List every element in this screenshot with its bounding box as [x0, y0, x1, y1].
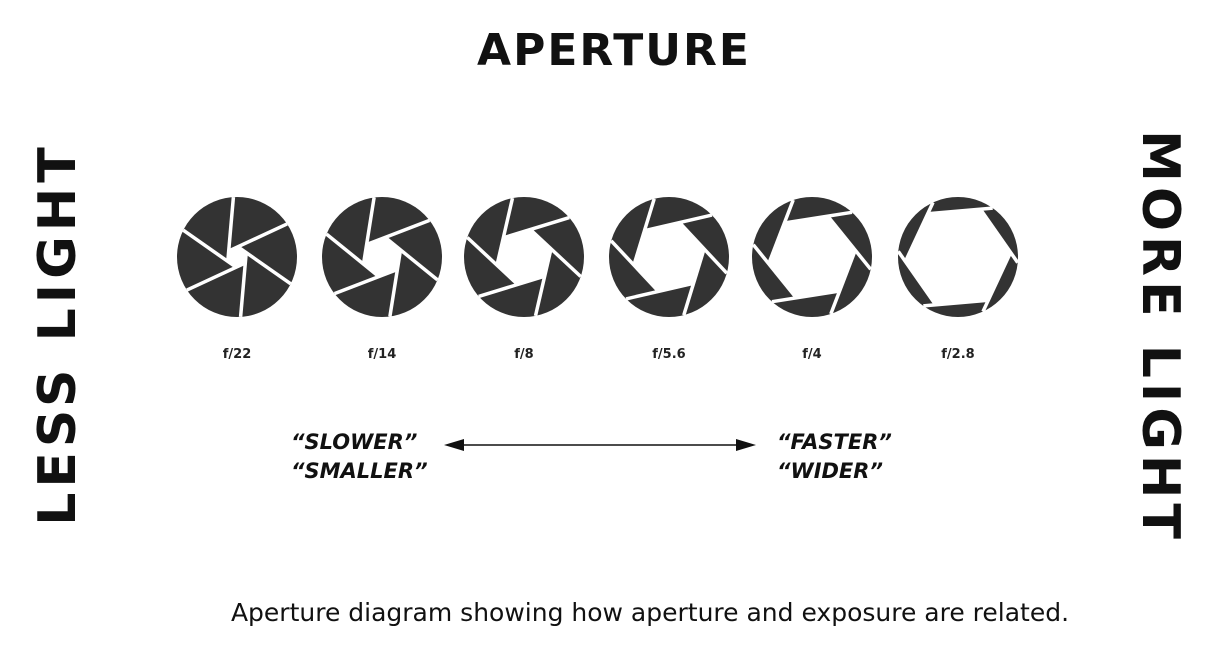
slower-label: “SLOWER” — [291, 430, 418, 454]
aperture-icon — [177, 196, 297, 318]
fstop-label: f/14 — [367, 347, 397, 362]
aperture-blade-gap — [529, 228, 582, 278]
aperture-blade-gap — [826, 214, 873, 271]
fstop-label: f/22 — [222, 347, 252, 362]
aperture-icon — [609, 197, 729, 317]
aperture-icons-group — [177, 196, 1020, 318]
aperture-opening — [363, 237, 401, 277]
aperture-blade-gap — [502, 215, 570, 240]
aperture-blade-gap — [682, 248, 706, 316]
diagram-caption: Aperture diagram showing how aperture an… — [230, 598, 1070, 627]
aperture-blade-gap — [644, 213, 713, 233]
slower-smaller-text: “SLOWER” “SMALLER” — [291, 428, 428, 486]
smaller-label: “SMALLER” — [291, 459, 428, 483]
aperture-blade-gap — [533, 248, 553, 317]
diagram-title: APERTURE — [477, 25, 751, 76]
aperture-blade-gap — [609, 239, 660, 293]
aperture-opening — [905, 209, 1011, 305]
aperture-blade-gap — [388, 249, 403, 317]
aperture-blade-gap — [767, 199, 795, 265]
aperture-blade-gap — [784, 210, 853, 225]
aperture-blade-gap — [632, 198, 656, 266]
aperture-blade-gap — [829, 249, 857, 315]
fstop-label: f/5.6 — [652, 347, 686, 362]
aperture-blade-gap — [771, 289, 840, 304]
fstop-label: f/8 — [514, 347, 534, 362]
aperture-blade-gap — [751, 243, 798, 300]
aperture-icon — [322, 197, 442, 317]
aperture-blade-gap — [383, 236, 439, 282]
aperture-blade-gap — [236, 245, 292, 286]
aperture-icon — [896, 197, 1020, 317]
aperture-blade-gap — [978, 208, 1020, 264]
fstop-label: f/2.8 — [941, 347, 975, 362]
aperture-blade-gap — [625, 281, 694, 301]
faster-wider-text: “FASTER” “WIDER” — [777, 428, 892, 486]
aperture-blade-gap — [466, 236, 519, 286]
fstop-label: f/4 — [802, 347, 822, 362]
aperture-blade-gap — [333, 267, 399, 296]
faster-label: “FASTER” — [777, 430, 892, 454]
aperture-blade-gap — [478, 274, 546, 299]
aperture-opening — [497, 229, 551, 285]
wider-label: “WIDER” — [777, 459, 883, 483]
aperture-blade-gap — [325, 232, 381, 278]
double-arrow-icon — [444, 439, 756, 451]
aperture-opening — [633, 222, 705, 292]
aperture-opening — [227, 246, 247, 268]
aperture-blade-gap — [365, 218, 431, 247]
aperture-icon — [464, 197, 584, 317]
aperture-blade-gap — [361, 197, 376, 265]
aperture-opening — [768, 216, 856, 298]
aperture-blade-gap — [678, 221, 729, 275]
aperture-icon — [751, 197, 873, 317]
aperture-blade-gap — [495, 197, 515, 266]
